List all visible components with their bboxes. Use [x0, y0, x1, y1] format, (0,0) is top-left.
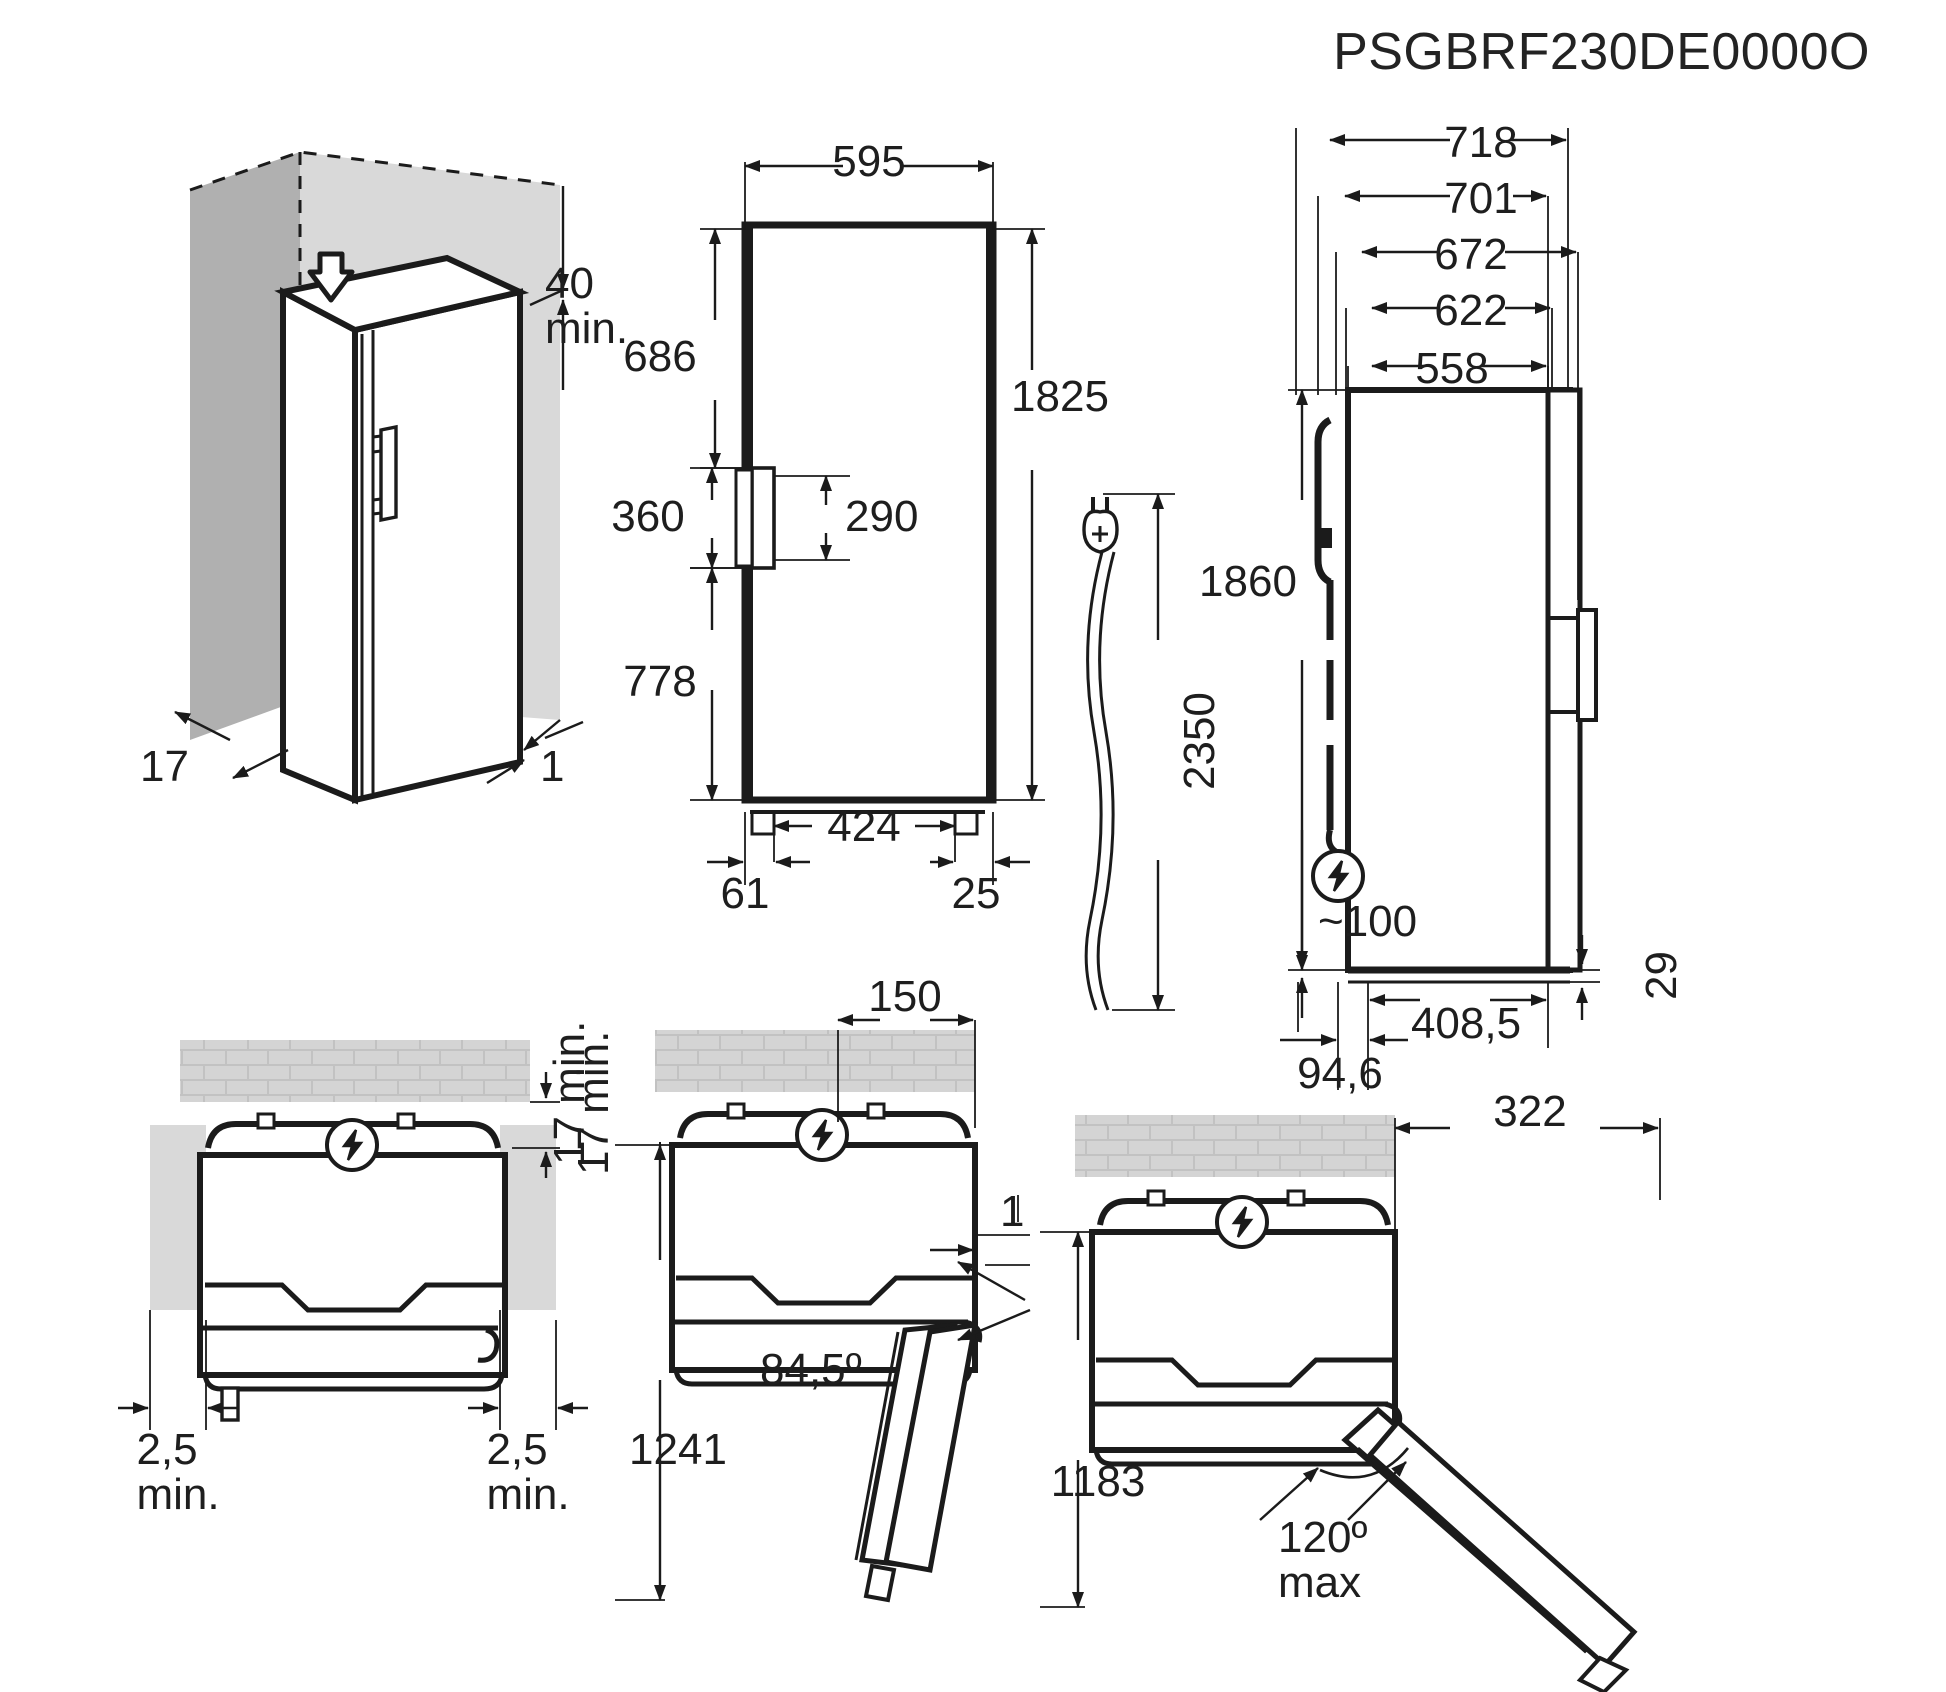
iso-view-group — [174, 150, 584, 805]
label-door845-rear-clearance: 17 min. — [545, 1020, 594, 1165]
label-front-foot-right: 25 — [951, 869, 1001, 918]
label-front-bottom-to-handle: 778 — [623, 657, 697, 706]
cord-view-group — [1082, 493, 1175, 1011]
label-plan-right-clearance: 2,5 min. — [486, 1425, 570, 1519]
label-side-depth-672: 672 — [1434, 230, 1508, 279]
page-title: PSGBRF230DE0000O — [1333, 23, 1870, 81]
label-door845-angle: 84,5º — [760, 1345, 862, 1394]
label-front-handle-length: 290 — [845, 492, 919, 541]
label-door120-projection: 322 — [1493, 1087, 1567, 1136]
label-front-top-to-handle: 686 — [623, 332, 697, 381]
label-iso-top-clearance: 40 min. — [545, 259, 629, 353]
label-side-foot-front: 94,6 — [1297, 1049, 1383, 1098]
label-iso-rear-right: 1 — [540, 742, 565, 791]
label-door120-angle: 120º max — [1278, 1513, 1368, 1607]
side-view-group — [1280, 128, 1600, 1090]
label-side-depth-622: 622 — [1434, 286, 1508, 335]
label-iso-rear-left: 17 — [140, 742, 189, 791]
plan-clearance-view-group — [118, 1040, 588, 1430]
label-side-foot-offset: 408,5 — [1410, 999, 1522, 1048]
label-front-height: 1825 — [1011, 372, 1109, 421]
label-side-base-29: 29 — [1637, 951, 1686, 1000]
label-door120-swing-depth: 1183 — [1050, 1457, 1146, 1506]
label-side-depth-558: 558 — [1415, 344, 1489, 393]
label-front-foot-left: 61 — [720, 869, 770, 918]
label-door845-front-gap: 1 — [1000, 1187, 1025, 1236]
label-front-width: 595 — [832, 137, 906, 186]
label-front-foot-span: 424 — [827, 802, 901, 851]
plan-door-120-view-group — [1040, 1115, 1661, 1692]
label-cord-length: 2350 — [1175, 692, 1224, 790]
label-side-depth-718: 718 — [1444, 118, 1518, 167]
label-door845-swing-depth: 1241 — [629, 1425, 727, 1474]
label-door845-hinge-side: 150 — [868, 972, 942, 1021]
label-front-handle-zone: 360 — [611, 492, 685, 541]
front-view-group — [690, 160, 1045, 885]
label-side-socket-height: ~100 — [1318, 897, 1418, 946]
plan-door-845-view-group — [615, 1014, 1031, 1603]
label-side-height-1860: 1860 — [1199, 557, 1297, 606]
label-side-depth-701: 701 — [1444, 174, 1518, 223]
label-plan-left-clearance: 2,5 min. — [136, 1425, 220, 1519]
